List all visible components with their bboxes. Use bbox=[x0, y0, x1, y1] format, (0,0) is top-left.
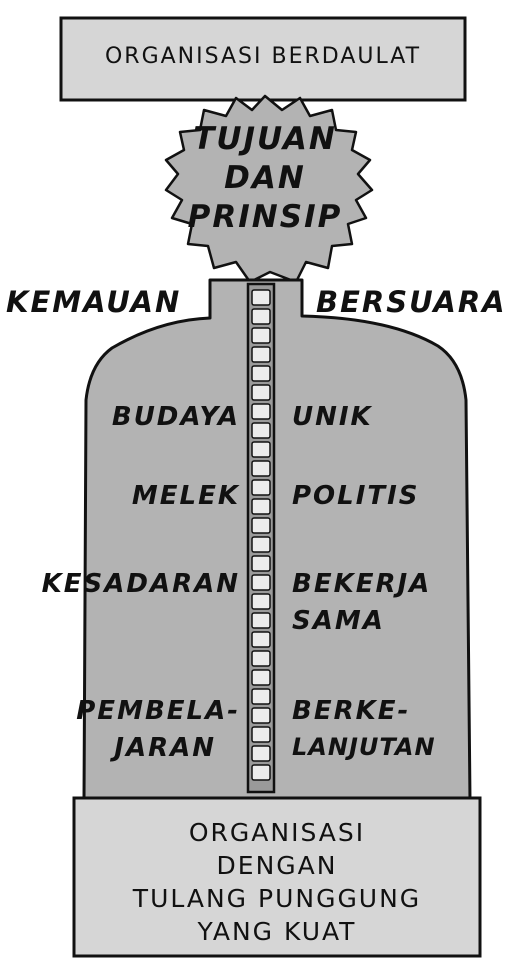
vertebra bbox=[252, 290, 270, 305]
vertebra bbox=[252, 575, 270, 590]
vertebra bbox=[252, 442, 270, 457]
vertebra bbox=[252, 366, 270, 381]
vertebra bbox=[252, 423, 270, 438]
head-label-line2: DAN bbox=[170, 163, 360, 194]
vertebra bbox=[252, 613, 270, 628]
body-right-row1: UNIK bbox=[292, 404, 373, 430]
vertebra bbox=[252, 499, 270, 514]
vertebra bbox=[252, 670, 270, 685]
shoulder-left-label: KEMAUAN bbox=[6, 288, 181, 317]
vertebra bbox=[252, 385, 270, 400]
body-right-row2: POLITIS bbox=[292, 483, 420, 509]
bottom-box-line4: YANG KUAT bbox=[74, 919, 480, 944]
body-left-row2: MELEK bbox=[40, 483, 240, 509]
shoulder-right-label: BERSUARA bbox=[316, 288, 507, 317]
body-right-row3-line2: SAMA bbox=[292, 608, 385, 634]
vertebra bbox=[252, 480, 270, 495]
vertebra bbox=[252, 651, 270, 666]
vertebra bbox=[252, 689, 270, 704]
vertebra bbox=[252, 708, 270, 723]
body-left-row4-line2: JARAN bbox=[40, 735, 216, 761]
vertebra bbox=[252, 518, 270, 533]
vertebra bbox=[252, 328, 270, 343]
vertebra bbox=[252, 765, 270, 780]
body-right-row4-line1: BERKE- bbox=[292, 698, 410, 724]
vertebra bbox=[252, 594, 270, 609]
body-right-row4-line2: LANJUTAN bbox=[292, 735, 436, 759]
vertebra bbox=[252, 727, 270, 742]
vertebra bbox=[252, 537, 270, 552]
head-label-line3: PRINSIP bbox=[170, 202, 360, 233]
vertebra bbox=[252, 347, 270, 362]
head-label-line1: TUJUAN bbox=[170, 124, 360, 155]
vertebra bbox=[252, 746, 270, 761]
bottom-box-line2: DENGAN bbox=[74, 853, 480, 878]
bottom-box-line1: ORGANISASI bbox=[74, 820, 480, 845]
body-right-row3-line1: BEKERJA bbox=[292, 571, 431, 597]
body-left-row4-line1: PEMBELA- bbox=[40, 698, 240, 724]
vertebra bbox=[252, 632, 270, 647]
body-left-row3: KESADARAN bbox=[20, 571, 240, 597]
bottom-box-line3: TULANG PUNGGUNG bbox=[74, 886, 480, 911]
vertebra bbox=[252, 461, 270, 476]
body-left-row1: BUDAYA bbox=[40, 404, 240, 430]
vertebra bbox=[252, 556, 270, 571]
top-banner-label: ORGANISASI BERDAULAT bbox=[61, 46, 465, 68]
vertebra bbox=[252, 309, 270, 324]
vertebra bbox=[252, 404, 270, 419]
